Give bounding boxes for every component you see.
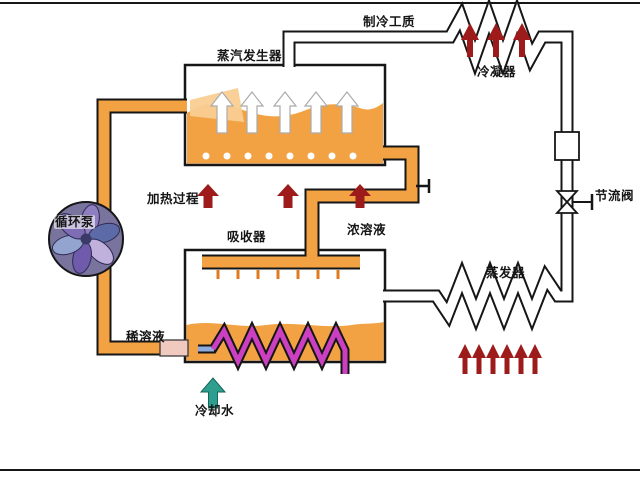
pipe-sleeve	[159, 339, 189, 357]
bubble-dots	[202, 152, 357, 160]
label-condenser: 冷凝器	[477, 64, 517, 79]
label-refrigerant: 制冷工质	[363, 14, 416, 29]
pump-hub	[80, 233, 92, 245]
label-steam-generator: 蒸汽发生器	[217, 48, 283, 63]
label-cooling-water: 冷却水	[195, 403, 235, 418]
vapor-arrows	[209, 91, 360, 134]
heat-arrows	[197, 184, 371, 208]
evaporator-heat-arrows	[458, 344, 542, 374]
throttle-valve	[554, 190, 594, 214]
label-circulation-pump: 循环泵	[54, 214, 96, 229]
label-absorber: 吸收器	[227, 229, 267, 244]
liquid-receiver	[554, 131, 580, 161]
label-evaporator: 蒸发器	[486, 265, 526, 280]
label-heating-process: 加热过程	[147, 191, 200, 206]
label-throttle-valve: 节流阀	[595, 188, 635, 203]
label-dilute-solution: 稀溶液	[126, 329, 166, 344]
sprinkler-drips	[216, 270, 340, 279]
condenser-heat-arrows	[461, 23, 531, 57]
feed-valve-handle	[416, 179, 431, 193]
cooling-coil	[210, 325, 348, 374]
label-concentrated-solution: 浓溶液	[347, 222, 387, 237]
cooling-water-arrow	[199, 377, 227, 409]
